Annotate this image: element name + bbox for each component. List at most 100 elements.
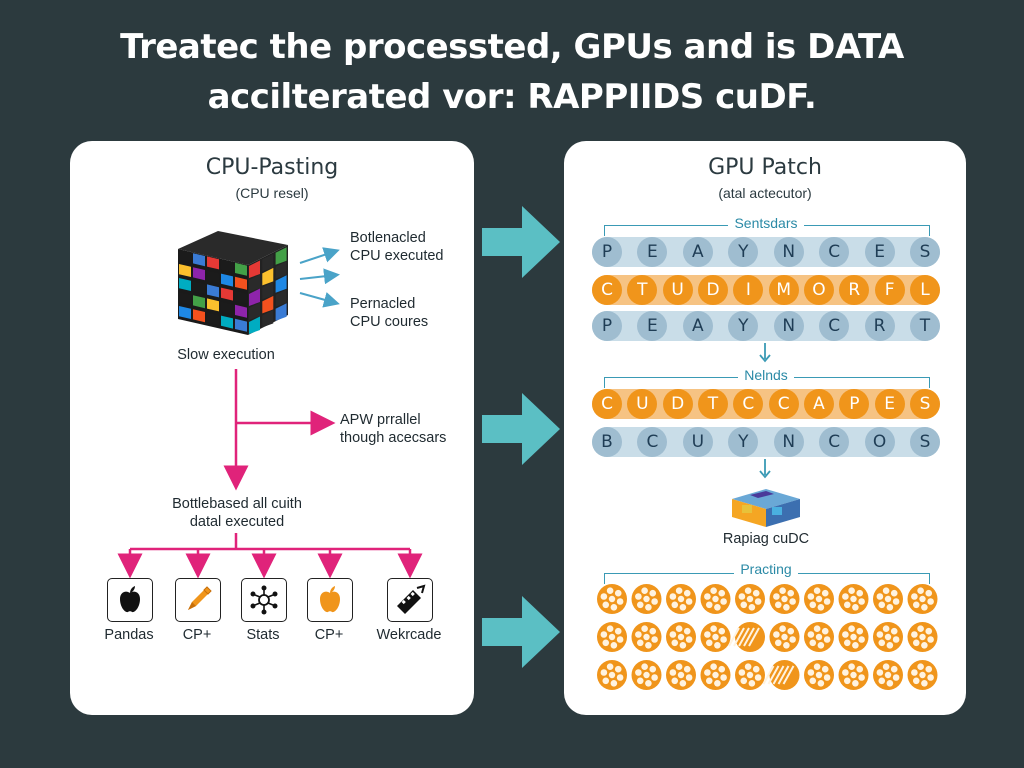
processing-wheel <box>762 660 800 690</box>
branch-label-line-1: APW prrallel <box>340 412 421 428</box>
processing-wheel <box>728 622 765 652</box>
library-stats[interactable] <box>241 578 287 622</box>
cpu-panel-title: CPU-Pasting <box>205 155 339 180</box>
processing-wheel <box>666 660 696 690</box>
side-label-2-line-2: CPU coures <box>350 314 429 330</box>
processing-wheel <box>838 622 869 652</box>
token-circle: T <box>910 311 940 341</box>
library-pandas[interactable] <box>107 578 153 622</box>
token-circle: C <box>819 311 850 341</box>
library-label-pandas: Pandas <box>104 627 154 643</box>
main-title: Treatec the processted, GPUs and is DATA… <box>0 22 1024 122</box>
wrench-icon <box>397 584 426 614</box>
token-circle: A <box>804 389 834 419</box>
processing-wheel <box>631 622 662 652</box>
pen-icon <box>188 586 212 610</box>
cpu-panel: CPU-Pasting (CPU resel) Slow execution B… <box>70 141 474 715</box>
token-circle: C <box>637 427 668 457</box>
processing-wheel <box>597 584 627 614</box>
processing-wheel <box>873 584 903 614</box>
transition-arrow-3 <box>482 596 560 668</box>
token-circle: R <box>864 311 895 341</box>
token-circle: E <box>864 237 895 267</box>
processing-wheel <box>666 584 696 614</box>
cpu-panel-subtitle: (CPU resel) <box>235 185 309 201</box>
token-circle: C <box>592 389 622 419</box>
token-circle: R <box>839 275 870 305</box>
processing-wheel <box>804 660 834 690</box>
cpu-cube-icon <box>178 231 288 335</box>
side-label-1: Botlenacled CPU executed <box>350 229 444 265</box>
token-circle: I <box>733 275 764 305</box>
branch-label: APW prrallel though acecsars <box>340 411 446 447</box>
token-circle: E <box>874 389 905 419</box>
processing-wheel <box>804 584 834 614</box>
processing-wheel <box>735 660 765 690</box>
section-label-3-text: Practing <box>734 561 798 577</box>
cube-label: Slow execution <box>177 347 275 363</box>
token-circle: D <box>662 389 693 419</box>
token-circle: A <box>682 237 713 267</box>
processing-wheel <box>700 660 731 690</box>
flow-lines <box>117 369 423 579</box>
token-circle: L <box>910 275 940 305</box>
token-circle: S <box>910 237 940 267</box>
token-circle: T <box>698 389 728 419</box>
token-circle: E <box>637 311 668 341</box>
processing-wheel <box>838 660 869 690</box>
token-circle: U <box>627 389 658 419</box>
processing-wheel <box>838 584 869 614</box>
title-line-1: Treatec the processted, GPUs and is DATA <box>120 27 904 67</box>
bottleneck-label-line-1: Bottlebased all cuith <box>172 496 302 512</box>
processing-wheel <box>907 622 938 652</box>
token-circle: O <box>864 427 895 457</box>
token-circle: P <box>592 311 622 341</box>
section-label-1: Sentsdars <box>604 215 928 231</box>
block-label: Rapiag cuDC <box>722 531 810 547</box>
gpu-panel-subtitle: (atal actecutor) <box>718 185 812 201</box>
processing-wheel <box>769 622 800 652</box>
token-circle: M <box>768 275 799 305</box>
token-circle: N <box>773 427 804 457</box>
side-label-2-line-1: Pernacled <box>350 296 416 312</box>
token-circle: F <box>874 275 905 305</box>
processing-wheel <box>907 584 938 614</box>
token-circle: C <box>768 389 799 419</box>
token-circle: C <box>819 237 850 267</box>
library-cp-2[interactable] <box>307 578 353 622</box>
data-block-icon <box>732 489 800 527</box>
token-circle: S <box>910 427 940 457</box>
molecule-icon <box>250 585 278 615</box>
token-circle: P <box>839 389 870 419</box>
gpu-panel-title: GPU Patch <box>708 155 822 180</box>
token-circle: C <box>733 389 764 419</box>
processing-wheel <box>700 584 731 614</box>
side-label-2: Pernacled CPU coures <box>350 295 428 331</box>
library-label-stats: Stats <box>246 627 280 643</box>
transition-arrow-1 <box>482 206 560 278</box>
library-cp-1[interactable] <box>175 578 221 622</box>
down-arrow-2 <box>759 459 771 479</box>
token-circle: E <box>637 237 668 267</box>
library-wekrcade[interactable] <box>387 578 433 622</box>
token-circle: U <box>682 427 713 457</box>
library-label-cp-1: CP+ <box>182 627 212 643</box>
title-line-2: accilterated vor: RAPPIIDS cuDF. <box>207 77 817 117</box>
processing-wheel <box>804 622 834 652</box>
down-arrow-1 <box>759 343 771 363</box>
processing-wheel <box>735 584 765 614</box>
token-circle: N <box>773 311 804 341</box>
token-circle: D <box>698 275 728 305</box>
processing-wheel <box>597 660 627 690</box>
library-label-wekrcade: Wekrcade <box>376 627 442 643</box>
token-circle: Y <box>728 311 759 341</box>
token-circle: C <box>592 275 622 305</box>
token-circle: C <box>819 427 850 457</box>
apple-icon <box>320 586 340 613</box>
processing-wheel <box>700 622 731 652</box>
